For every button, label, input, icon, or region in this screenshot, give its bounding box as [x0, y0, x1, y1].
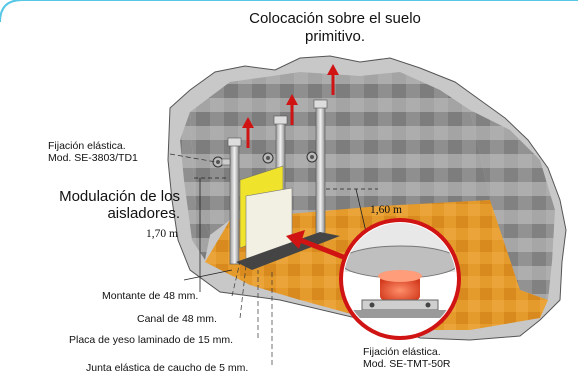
- leader-lines: [169, 153, 273, 365]
- fixing-bottom-line-1: Fijación elástica.: [363, 346, 441, 358]
- diagram-title: Colocación sobre el suelo primitivo.: [245, 10, 425, 46]
- title-line-1: Colocación sobre el suelo: [249, 10, 421, 27]
- fixing-top-label: Fijación elástica. Mod. SE-3803/TD1: [48, 140, 138, 164]
- fixing-bottom-line-2: Mod. SE-TMT-50R: [363, 358, 451, 370]
- fixing-top-line-2: Mod. SE-3803/TD1: [48, 152, 138, 164]
- modulation-label: Modulación de los aisladores.: [8, 188, 180, 222]
- frame-border: [0, 0, 578, 23]
- gypsum-boards: [239, 165, 293, 263]
- detail-zoom: [339, 218, 461, 340]
- label-gypsum-board: Placa de yeso laminado de 15 mm.: [69, 334, 234, 346]
- fixing-bottom-label: Fijación elástica. Mod. SE-TMT-50R: [363, 346, 451, 370]
- lift-arrows: [242, 64, 339, 148]
- dimension-lines: [183, 177, 378, 292]
- modulation-line-2: aisladores.: [107, 205, 180, 222]
- floor-channel: [236, 232, 340, 270]
- dimension-height: 1,70 m: [146, 228, 178, 240]
- label-rubber-joint: Junta elástica de caucho de 5 mm.: [86, 362, 249, 374]
- fixing-top-line-1: Fijación elástica.: [48, 140, 126, 152]
- wall-fixings: [212, 151, 318, 168]
- title-line-2: primitivo.: [304, 28, 365, 45]
- label-stud: Montante de 48 mm.: [102, 290, 199, 302]
- label-channel: Canal de 48 mm.: [137, 313, 217, 325]
- dimension-width: 1,60 m: [370, 204, 402, 216]
- left-wall: [180, 112, 210, 260]
- modulation-line-1: Modulación de los: [59, 188, 180, 205]
